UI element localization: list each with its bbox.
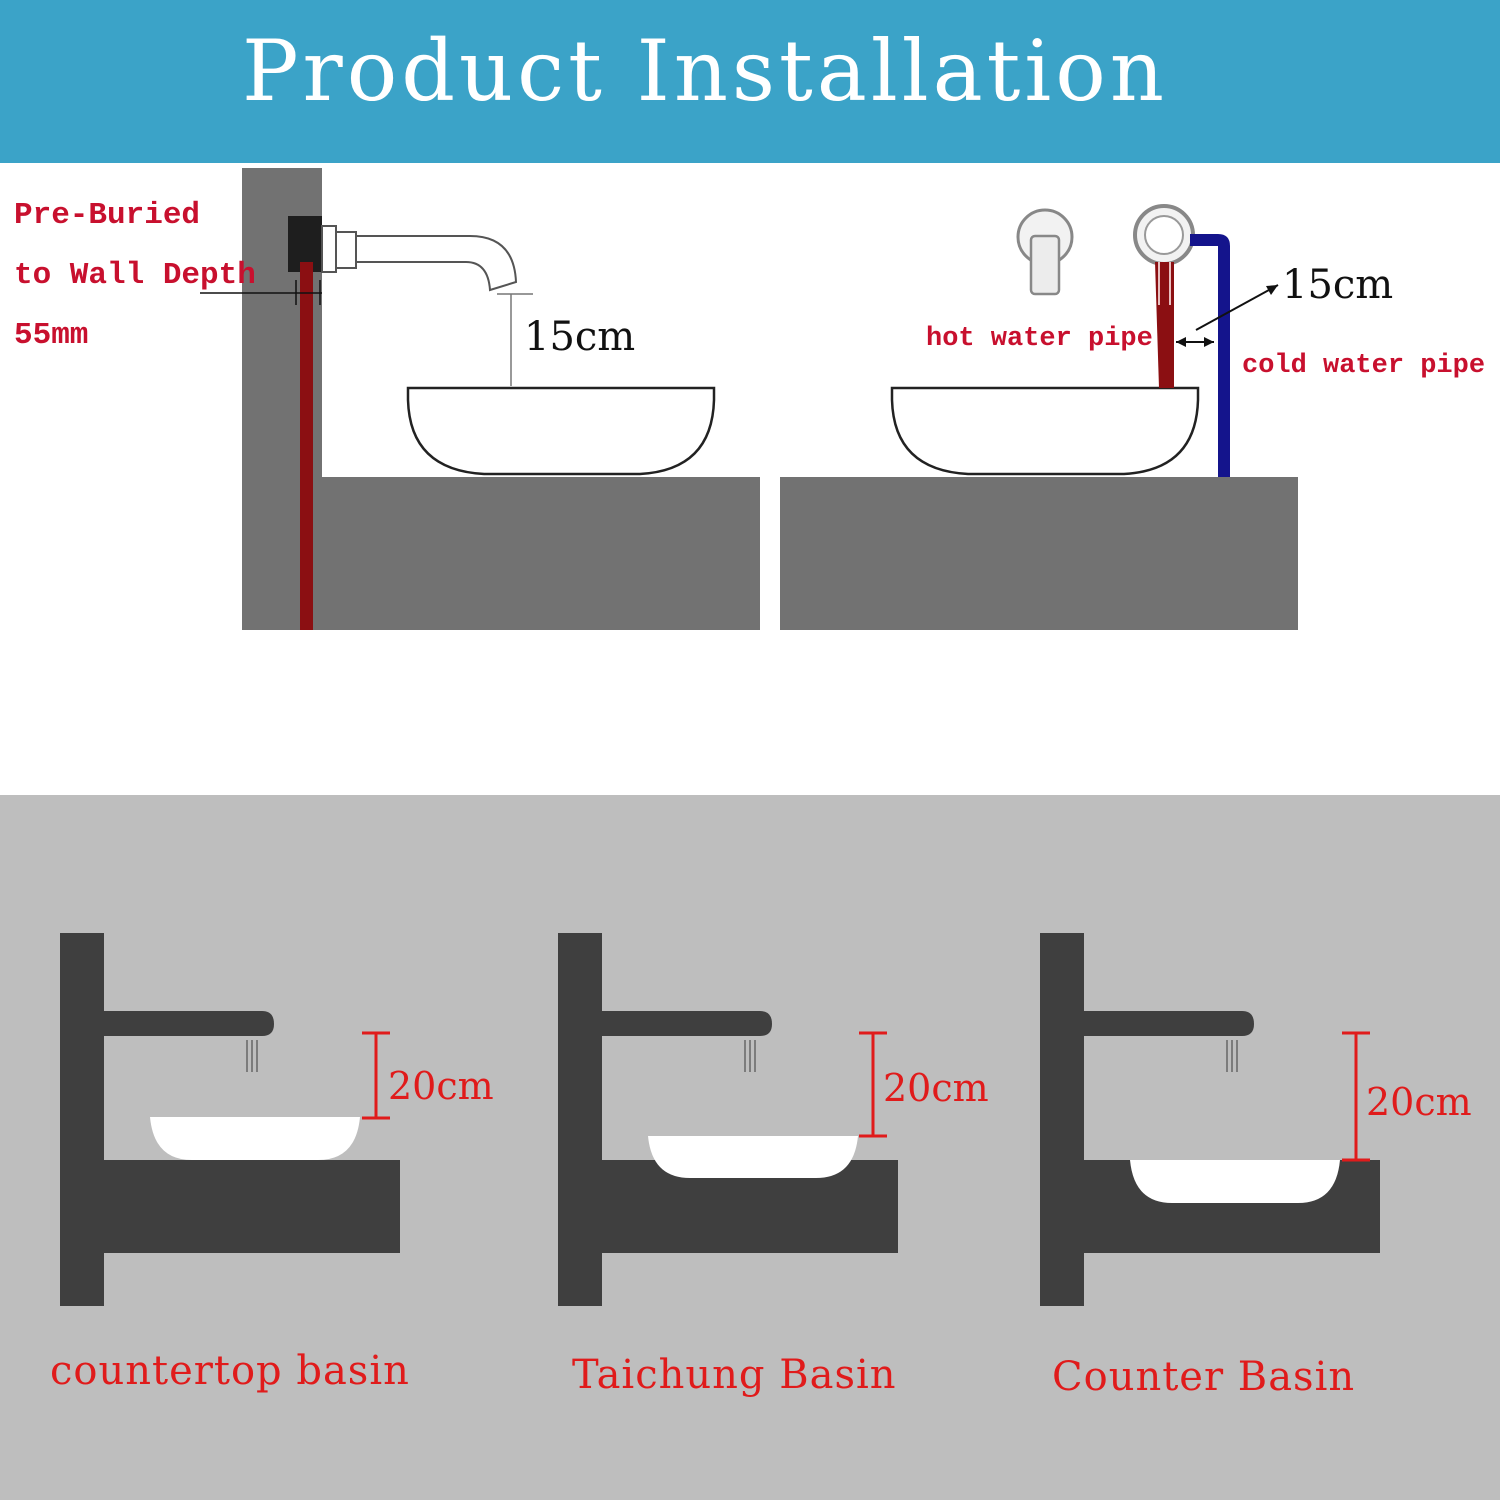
page-title: Product Installation [242, 22, 1168, 120]
caption-countertop-basin: countertop basin [50, 1348, 410, 1394]
spout-height-label: 15cm [524, 314, 636, 360]
note-pre-buried: Pre-Buried [14, 198, 201, 233]
hot-pipe-in-wall [300, 262, 313, 630]
cold-pipe [1190, 234, 1230, 477]
basin-3-height: 20cm [1366, 1080, 1472, 1124]
basin-diagram-countertop [60, 933, 400, 1306]
header-bar: Product Installation [0, 0, 1500, 163]
counter-left [318, 477, 760, 630]
wall-spout [321, 225, 518, 292]
spout-front-view [1016, 208, 1074, 296]
basin-1-height: 20cm [388, 1064, 494, 1108]
pipe-spacing-label: 15cm [1282, 262, 1394, 308]
basin-2-height: 20cm [883, 1066, 989, 1110]
vessel-basin-right [890, 386, 1200, 476]
note-wall-depth: to Wall Depth [14, 258, 256, 293]
caption-taichung-basin: Taichung Basin [572, 1352, 897, 1398]
note-depth-value: 55mm [14, 318, 89, 353]
hot-pipe-label: hot water pipe [926, 324, 1153, 354]
basin-diagram-taichung [558, 933, 898, 1306]
hot-pipe [1155, 262, 1174, 388]
cold-pipe-label: cold water pipe [1242, 351, 1486, 381]
caption-counter-basin: Counter Basin [1052, 1354, 1356, 1400]
vessel-basin-left [406, 386, 716, 476]
basin-diagram-counter [1040, 933, 1380, 1306]
handle-front-view [1133, 204, 1195, 266]
counter-right [780, 477, 1298, 630]
